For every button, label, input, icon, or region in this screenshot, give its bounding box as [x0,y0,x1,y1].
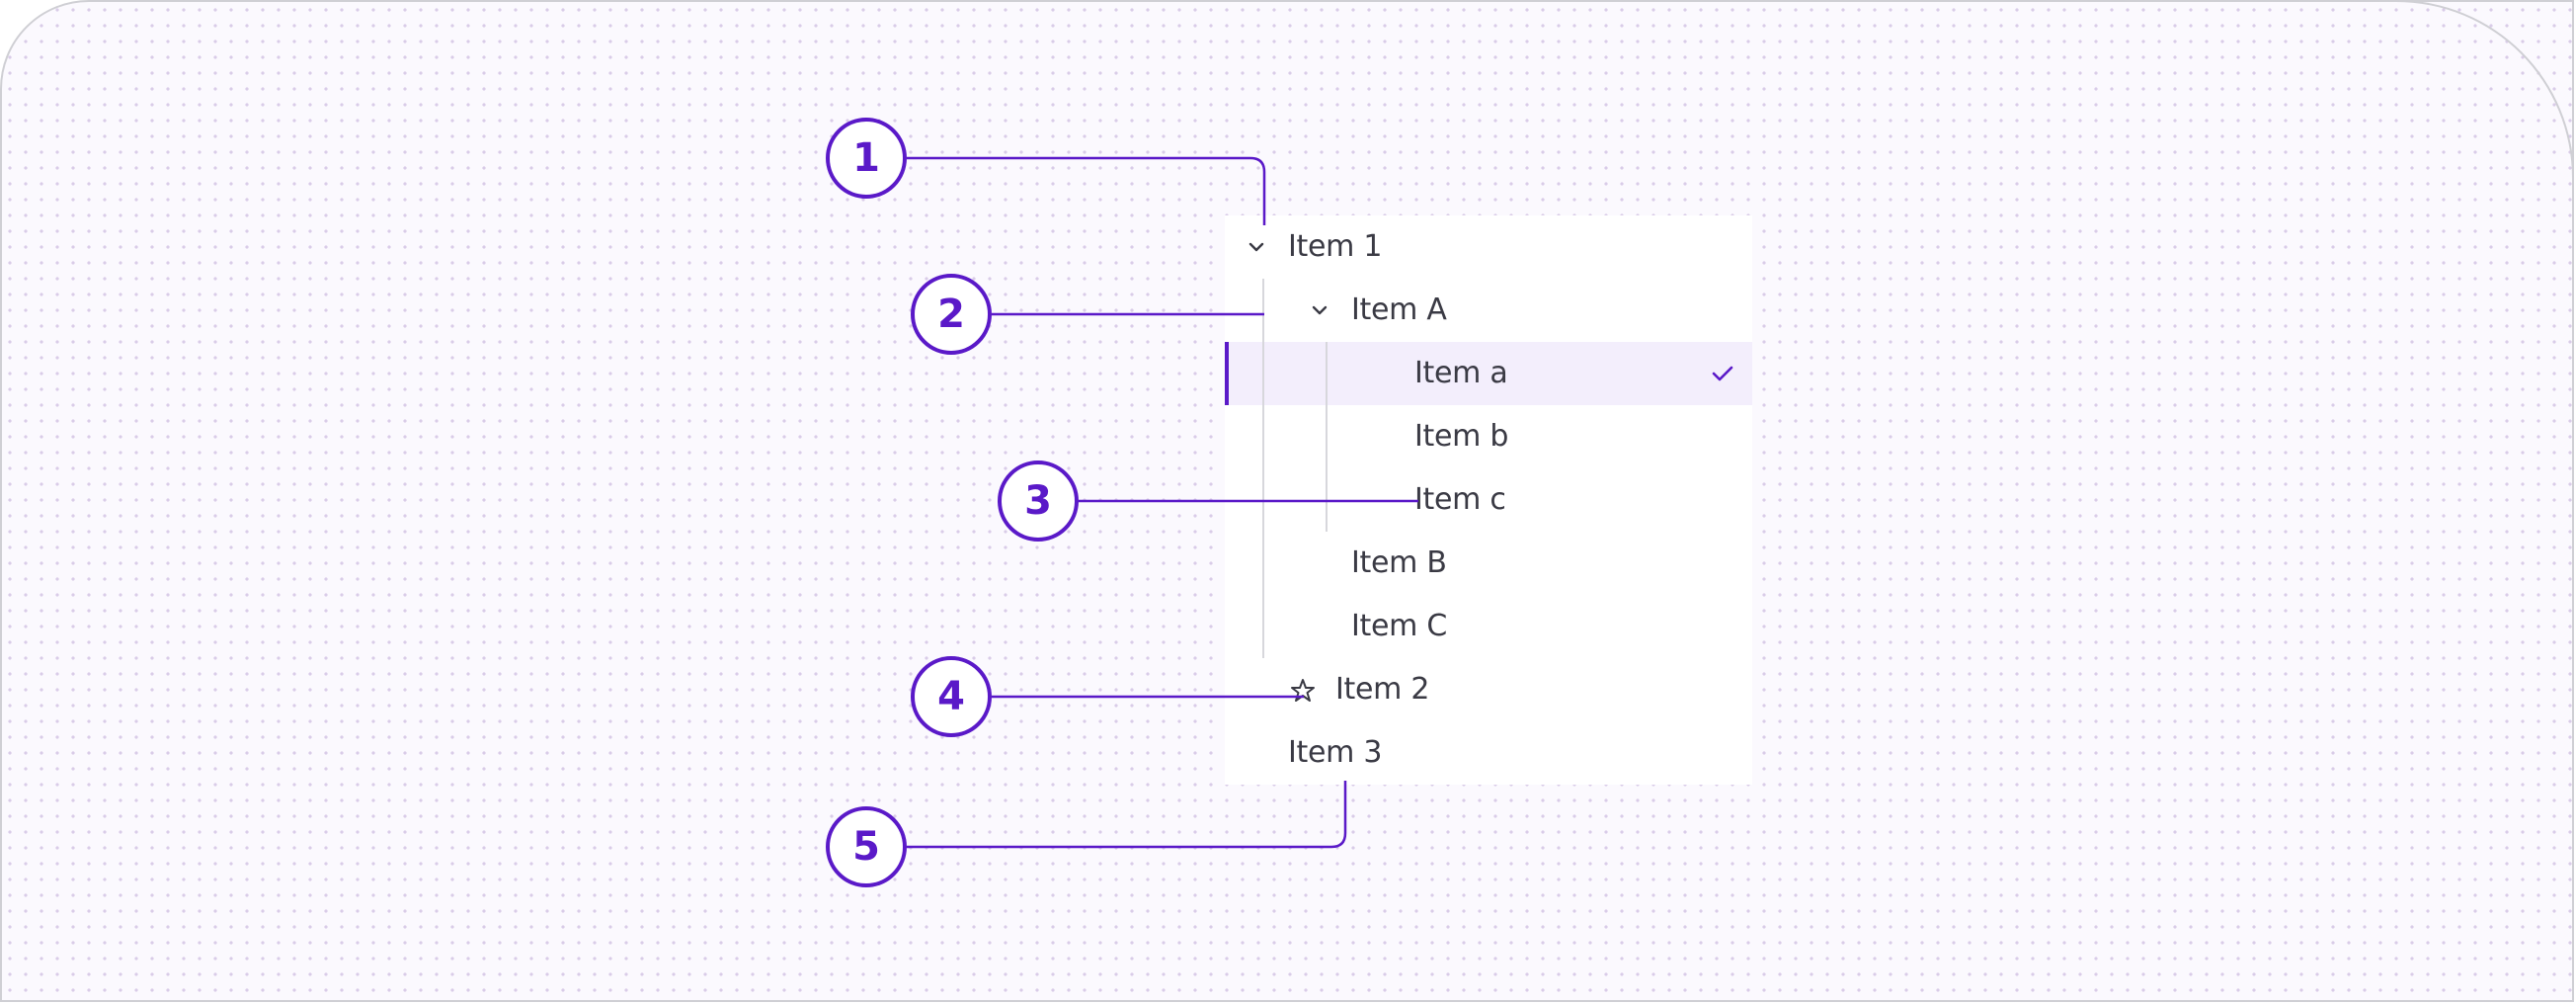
tree-item-label: Item a [1414,356,1508,390]
selection-indicator [1225,342,1229,405]
tree-item-label: Item A [1351,293,1447,327]
tree-guide-level-1 [1262,279,1264,658]
tree-item-b-upper[interactable]: Item B [1225,532,1752,595]
chevron-down-icon[interactable] [1247,237,1266,257]
tree-item-a-lower[interactable]: Item a [1225,342,1752,405]
check-icon [1712,366,1733,381]
callout-1: 1 [826,118,907,199]
tree-item-label: Item 2 [1335,672,1430,707]
tree-item-c-upper[interactable]: Item C [1225,595,1752,658]
tree-guide-level-2 [1326,342,1328,532]
callout-5: 5 [826,806,907,887]
tree-item-label: Item C [1351,609,1447,643]
leader-line-1 [907,156,1266,225]
chevron-down-icon[interactable] [1310,300,1329,320]
tree-item-1[interactable]: Item 1 [1225,215,1752,279]
tree-item-label: Item b [1414,419,1509,454]
tree-item-b-lower[interactable]: Item b [1225,405,1752,468]
tree-item-label: Item 1 [1288,229,1383,264]
tree-item-label: Item B [1351,545,1447,580]
tree-item-label: Item 3 [1288,735,1383,770]
tree-item-c-lower[interactable]: Item c [1225,468,1752,532]
tree-item-a-upper[interactable]: Item A [1225,279,1752,342]
leader-line-5 [907,781,1347,849]
callout-4: 4 [911,656,992,737]
tree-item-3[interactable]: Item 3 [1225,721,1752,785]
tree-guide-segment [1262,342,1264,405]
tree-guide-segment [1326,342,1328,405]
tree-item-label: Item c [1414,482,1506,517]
callout-3: 3 [998,460,1079,542]
callout-2: 2 [911,274,992,355]
tree-item-2[interactable]: Item 2 [1225,658,1752,721]
